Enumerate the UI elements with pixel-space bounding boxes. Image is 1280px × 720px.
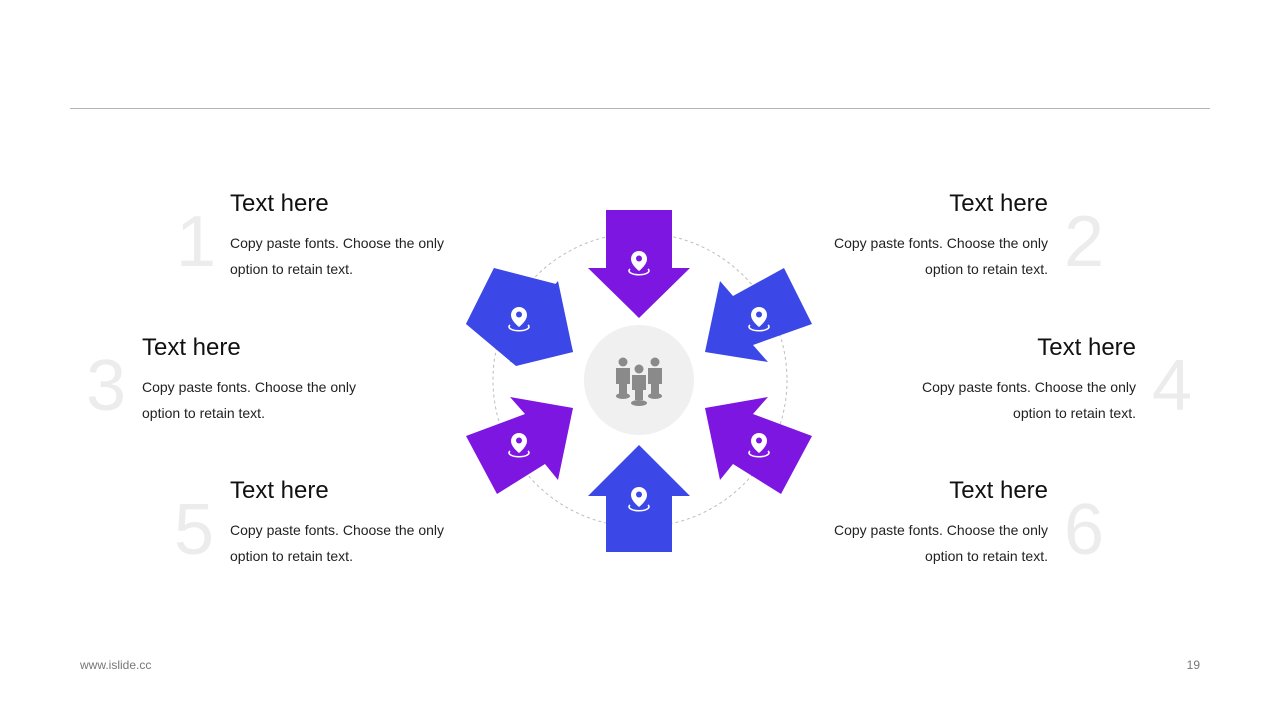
arrow-bottom — [588, 445, 690, 552]
item-number-4: 4 — [1152, 346, 1193, 426]
item-body-2: Copy paste fonts. Choose the only option… — [808, 230, 1048, 282]
people-group-icon — [616, 357, 662, 406]
item-number-1: 1 — [176, 202, 217, 282]
item-body-6: Copy paste fonts. Choose the only option… — [808, 517, 1048, 569]
item-body-4: Copy paste fonts. Choose the only option… — [896, 374, 1136, 426]
page-number: 19 — [1186, 658, 1200, 672]
item-body-line: option to retain text. — [230, 261, 353, 277]
item-title-4: Text here — [1037, 334, 1136, 361]
item-title-1: Text here — [230, 190, 329, 217]
item-body-line: Copy paste fonts. Choose the only — [142, 379, 357, 395]
item-body-1: Copy paste fonts. Choose the only option… — [230, 230, 470, 282]
arrow-lower-left — [466, 397, 573, 494]
item-title-5: Text here — [230, 477, 329, 504]
item-number-6: 6 — [1064, 490, 1105, 570]
item-number-2: 2 — [1064, 202, 1105, 282]
arrow-upper-right — [705, 268, 812, 362]
footer-website: www.islide.cc — [80, 658, 152, 672]
item-number-3: 3 — [86, 346, 127, 426]
item-title-2: Text here — [949, 190, 1048, 217]
item-body-line: Copy paste fonts. Choose the only — [230, 235, 445, 251]
item-number-5: 5 — [174, 490, 215, 570]
arrow-upper-left — [466, 268, 573, 366]
item-body-line: Copy paste fonts. Choose the only — [833, 235, 1048, 251]
item-body-line: option to retain text. — [230, 548, 353, 564]
item-body-line: Copy paste fonts. Choose the only — [230, 522, 445, 538]
item-body-line: Copy paste fonts. Choose the only — [833, 522, 1048, 538]
item-title-6: Text here — [949, 477, 1048, 504]
header-divider — [70, 108, 1210, 109]
item-body-line: option to retain text. — [925, 261, 1048, 277]
item-body-line: option to retain text. — [1013, 405, 1136, 421]
item-body-line: option to retain text. — [925, 548, 1048, 564]
arrow-top — [588, 210, 690, 318]
item-body-line: option to retain text. — [142, 405, 265, 421]
item-title-3: Text here — [142, 334, 241, 361]
arrow-lower-right — [705, 397, 812, 494]
item-body-line: Copy paste fonts. Choose the only — [921, 379, 1136, 395]
item-body-3: Copy paste fonts. Choose the only option… — [142, 374, 382, 426]
item-body-5: Copy paste fonts. Choose the only option… — [230, 517, 470, 569]
